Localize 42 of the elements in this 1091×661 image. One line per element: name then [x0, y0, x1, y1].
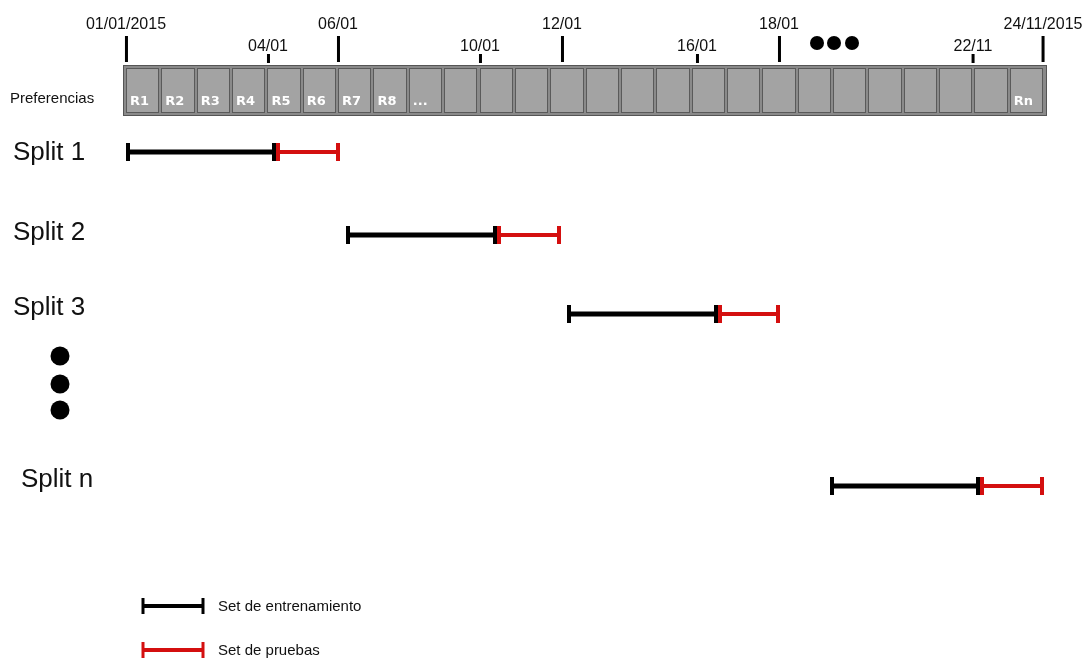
record-tile: [620, 68, 655, 113]
record-tile: [444, 68, 478, 113]
record-tile: [903, 68, 938, 113]
record-tile: [550, 68, 584, 113]
record-tile: [974, 68, 1008, 113]
date-marker: 16/01: [677, 38, 717, 63]
date-marker: 24/11/2015: [1003, 16, 1083, 62]
row-label: Preferencias: [10, 90, 95, 105]
record-tile: R6: [302, 68, 337, 113]
record-tile: ...: [408, 68, 443, 113]
record-tile: [691, 68, 725, 113]
record-tile: [868, 68, 902, 113]
record-tile: R2: [161, 68, 195, 113]
record-tile: [585, 68, 619, 113]
date-marker: 22/11: [953, 38, 993, 63]
record-tile: R1: [126, 68, 160, 113]
date-marker: 04/01: [248, 38, 288, 63]
split-label: Split 3: [13, 293, 86, 319]
record-tile: R4: [232, 68, 266, 113]
date-marker: 18/01: [759, 16, 799, 62]
date-marker: 10/01: [460, 38, 500, 63]
record-tile: R7: [338, 68, 372, 113]
date-marker: 12/01: [542, 16, 582, 62]
record-tile: [514, 68, 549, 113]
record-tile: [726, 68, 761, 113]
record-tile: [797, 68, 831, 113]
record-tile: R8: [373, 68, 407, 113]
record-tile: [939, 68, 973, 113]
record-tile: R5: [267, 68, 301, 113]
legend-text: Set de entrenamiento: [218, 598, 362, 613]
split-label: Split 1: [13, 138, 86, 164]
record-tile: [479, 68, 513, 113]
record-tile: [656, 68, 690, 113]
date-marker: 01/01/2015: [85, 16, 167, 62]
legend-text: Set de pruebas: [218, 642, 320, 657]
record-tile: Rn: [1009, 68, 1044, 113]
record-tile: [833, 68, 867, 113]
split-label: Split 2: [13, 218, 86, 244]
record-tile: R3: [196, 68, 231, 113]
split-label: Split n: [21, 465, 94, 491]
date-marker: 06/01: [318, 16, 358, 62]
record-tile: [762, 68, 796, 113]
